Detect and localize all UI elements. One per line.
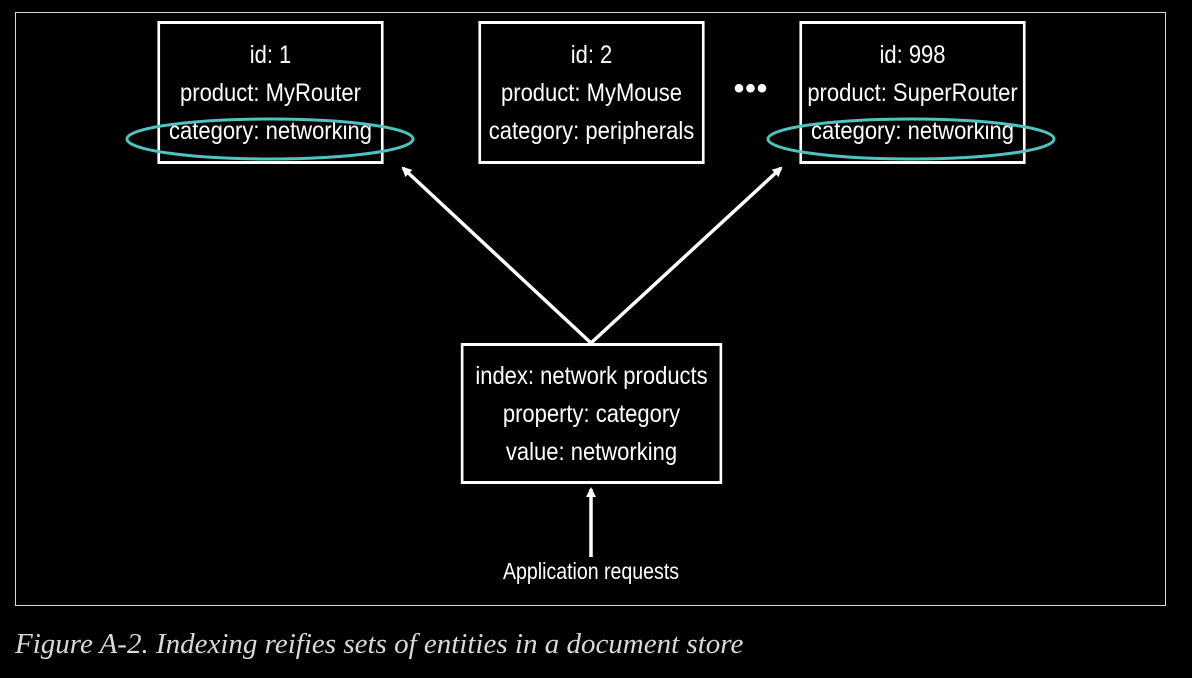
- arrow-to-doc-1: [401, 166, 593, 345]
- document-category: category: peripherals: [488, 116, 695, 145]
- index-name: index: network products: [475, 361, 708, 390]
- highlight-ellipse-doc-1: [125, 117, 415, 161]
- application-requests-label: Application requests: [502, 558, 680, 584]
- document-product: product: SuperRouter: [807, 78, 1018, 107]
- index-property: property: category: [502, 399, 681, 428]
- highlight-ellipse-doc-998: [766, 117, 1056, 161]
- diagram-frame: [15, 12, 1166, 606]
- document-box-2: id: 2 product: MyMouse category: periphe…: [478, 21, 705, 164]
- index-box: index: network products property: catego…: [460, 343, 723, 484]
- ellipsis: •••: [733, 72, 769, 105]
- index-value: value: networking: [505, 437, 678, 466]
- document-id: id: 2: [570, 40, 613, 69]
- document-product: product: MyMouse: [501, 78, 682, 107]
- document-id: id: 1: [249, 40, 292, 69]
- document-id: id: 998: [879, 40, 946, 69]
- document-product: product: MyRouter: [180, 78, 361, 107]
- arrow-to-doc-998: [589, 166, 783, 345]
- figure-caption: Figure A-2. Indexing reifies sets of ent…: [15, 628, 744, 660]
